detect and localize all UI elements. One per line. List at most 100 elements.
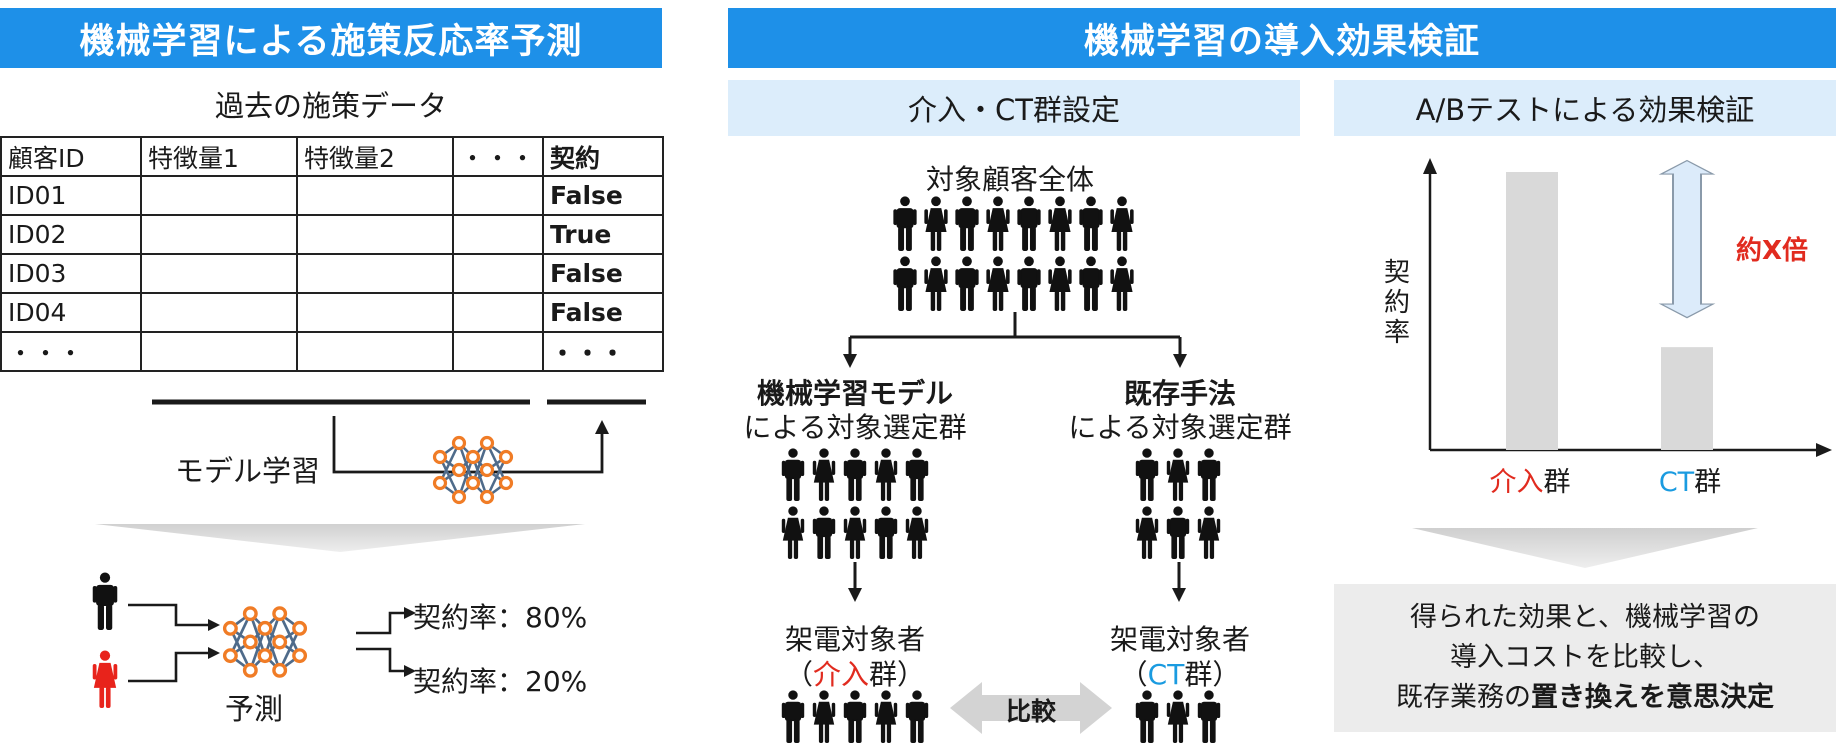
ab-test-subheader: A/Bテストによる効果検証	[1334, 80, 1836, 136]
ml-group-people-icons	[781, 448, 929, 559]
cell-contract: False	[542, 175, 664, 216]
cell-ellipsis	[452, 175, 544, 216]
neural-network-icon	[432, 435, 514, 505]
ml-model-group-subtitle: による対象選定群	[743, 411, 967, 444]
table-header-row: 顧客ID 特徴量1 特徴量2 ・・・ 契約	[0, 136, 664, 177]
cell-id: ID04	[0, 292, 142, 333]
ml-model-group-title: 機械学習モデル	[756, 377, 953, 410]
cell-contract: True	[542, 214, 664, 255]
table-row: ID03 False	[0, 253, 664, 294]
conclusion-prefix: 既存業務の	[1396, 682, 1531, 713]
cell-feature-1	[140, 331, 298, 372]
x-axis-arrowhead	[1816, 443, 1832, 457]
cell-feature-2	[296, 253, 454, 294]
bars-group	[1506, 172, 1713, 450]
result-low-rate: 契約率：20%	[413, 665, 588, 698]
paren-open: （	[784, 658, 813, 691]
cell-feature-1	[140, 253, 298, 294]
intervention-group-tag: （介入群）	[755, 653, 955, 693]
cell-contract: False	[542, 253, 664, 294]
prediction-arrows	[128, 603, 416, 683]
control-label: CT	[1658, 467, 1695, 498]
select-call-arrows	[848, 562, 1180, 602]
category-control: CT群	[1630, 460, 1750, 499]
model-training-label: モデル学習	[175, 454, 321, 488]
group-suffix: 群）	[869, 658, 926, 691]
population-label: 対象顧客全体	[925, 163, 1094, 196]
cell-feature-1	[140, 214, 298, 255]
down-chevron-shape	[1412, 528, 1758, 568]
control-label: CT	[1147, 658, 1185, 691]
table-row: ID02 True	[0, 214, 664, 255]
cell-feature-2	[296, 175, 454, 216]
bar-intervention	[1506, 172, 1558, 450]
header-contract: 契約	[542, 136, 664, 177]
y-axis-arrowhead	[1423, 158, 1437, 174]
cell-id: ID01	[0, 175, 142, 216]
compare-double-arrow	[950, 682, 1112, 734]
header-feature-1: 特徴量1	[140, 136, 298, 177]
header-customer-id: 顧客ID	[0, 136, 142, 177]
cell-feature-1	[140, 292, 298, 333]
conclusion-line-3: 既存業務の置き換えを意思決定	[1334, 678, 1836, 718]
group-suffix: 群	[1543, 467, 1571, 498]
population-people-icons	[893, 196, 1134, 311]
header-feature-2: 特徴量2	[296, 136, 454, 177]
cell-feature-2	[296, 214, 454, 255]
compare-label: 比較	[1005, 697, 1056, 726]
control-people-icons	[1135, 690, 1221, 743]
legacy-group-title: 既存手法	[1123, 377, 1236, 410]
call-target-left-label: 架電対象者	[784, 623, 925, 656]
past-data-title: 過去の施策データ	[214, 89, 447, 123]
down-chevron-shape	[95, 524, 585, 552]
cell-ellipsis	[452, 331, 544, 372]
conclusion-box: 得られた効果と、機械学習の 導入コストを比較し、 既存業務の置き換えを意思決定	[1334, 584, 1836, 732]
cell-ellipsis	[452, 253, 544, 294]
multiplier-double-arrow	[1658, 159, 1716, 319]
table-row: ・・・ ・・・	[0, 331, 664, 372]
conclusion-line-1: 得られた効果と、機械学習の	[1410, 602, 1760, 633]
cell-contract: False	[542, 292, 664, 333]
conclusion-line-2: 導入コストを比較し、	[1450, 642, 1720, 673]
cell-feature-1	[140, 175, 298, 216]
group-suffix: 群）	[1184, 658, 1241, 691]
cell-ellipsis	[452, 292, 544, 333]
conclusion-emphasis: 置き換えを意思決定	[1531, 682, 1774, 713]
category-intervention: 介入群	[1470, 460, 1590, 499]
paren-open: （	[1119, 658, 1148, 691]
setup-subheader: 介入・CT群設定	[728, 80, 1300, 136]
right-banner: 機械学習の導入効果検証	[728, 8, 1836, 68]
neural-network-icon	[222, 605, 308, 679]
select-call-arrow-right	[1172, 562, 1186, 602]
y-axis-label: 契約率	[1384, 258, 1411, 348]
result-high-rate: 契約率：80%	[413, 601, 588, 634]
legacy-group-people-icons	[1135, 448, 1221, 559]
cell-ellipsis	[452, 214, 544, 255]
intervention-label: 介入	[1489, 467, 1544, 498]
multiplier-label: 約X倍	[1736, 236, 1809, 266]
control-group-tag: （CT群）	[1080, 653, 1280, 693]
left-banner: 機械学習による施策反応率予測	[0, 8, 662, 68]
group-suffix: 群	[1694, 467, 1722, 498]
bar-control	[1661, 347, 1713, 450]
training-connector	[152, 399, 646, 474]
cell-feature-2	[296, 331, 454, 372]
table-row: ID04 False	[0, 292, 664, 333]
split-connector	[843, 312, 1187, 368]
cell-contract: ・・・	[542, 331, 664, 372]
predict-label: 予測	[225, 692, 284, 726]
legacy-group-subtitle: による対象選定群	[1068, 411, 1292, 444]
header-ellipsis: ・・・	[452, 136, 544, 177]
cell-id: ・・・	[0, 331, 142, 372]
ab-test-chart	[1423, 158, 1832, 457]
call-target-right-label: 架電対象者	[1109, 623, 1250, 656]
person-male-icon	[90, 572, 120, 630]
intervention-label: 介入	[812, 658, 869, 691]
intervention-people-icons	[781, 690, 929, 743]
person-female-icon	[90, 650, 120, 708]
cell-id: ID02	[0, 214, 142, 255]
past-data-table: 顧客ID 特徴量1 特徴量2 ・・・ 契約 ID01 False ID02 Tr…	[0, 136, 664, 372]
training-arrowhead	[595, 420, 609, 434]
cell-feature-2	[296, 292, 454, 333]
table-row: ID01 False	[0, 175, 664, 216]
